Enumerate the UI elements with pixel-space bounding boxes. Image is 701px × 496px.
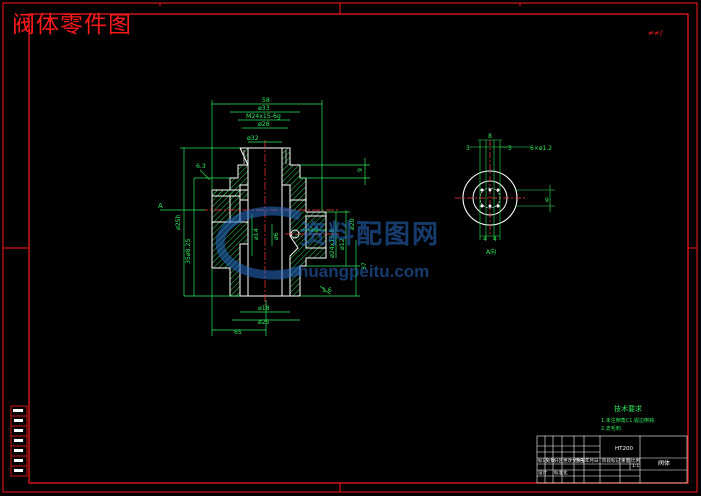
frame-ticks <box>3 3 697 492</box>
left-strip <box>10 405 28 477</box>
side-dim-4a: 4 <box>483 236 487 243</box>
watermark-logo <box>215 206 302 280</box>
notes-heading: 技术要求 <box>614 404 642 413</box>
tb-cell-3: 更改文件号 <box>563 457 586 464</box>
tb-material: HT200 <box>615 446 633 452</box>
tb-scale: 1:1 <box>632 463 639 469</box>
side-dim-right: 9 <box>545 197 549 204</box>
watermark-url: huangpeitu.com <box>298 262 430 281</box>
side-dim-3-right: 3 <box>508 145 512 152</box>
roughness-1: 6.3 <box>196 163 206 170</box>
tech-notes: 技术要求 1.未注倒角C1,锐边倒钝. 2.去毛刺. <box>601 404 656 432</box>
corner-mark: ≠≠/ <box>648 29 663 37</box>
title-block <box>536 435 688 484</box>
tb-cell-9: 重量 <box>621 457 630 464</box>
dim-right-vert: ø24x15-6 <box>329 229 336 258</box>
dim-thread: M24x15-6g <box>246 113 281 120</box>
side-label: A向 <box>486 248 496 256</box>
notes-line1: 1.未注倒角C1,锐边倒钝. <box>601 417 656 424</box>
side-holes: 6×ø1.2 <box>530 145 552 152</box>
dim-d32: ø32 <box>247 135 259 142</box>
main-dim-text: 58 ø33 M24x15-6g ø28 ø32 9 6.3 ø25h 35ø8… <box>158 97 368 336</box>
tb-cell-8: 阶段标记 <box>602 457 620 464</box>
dim-height-main: ø25h <box>175 214 182 230</box>
side-view: 8 3 3 6×ø1.2 9 4 4 A向 <box>455 133 555 256</box>
tb-cell-7: 标准化 <box>554 469 568 476</box>
dim-d20: ø20 <box>349 218 356 230</box>
dim-bottom-65: 65 <box>234 329 242 336</box>
tb-part-name: 阀体 <box>658 459 670 467</box>
dim-d28: ø28 <box>258 121 270 128</box>
tb-cell-1: 处数 <box>546 457 555 464</box>
side-dim-top: 8 <box>488 133 492 140</box>
dim-10: 10 <box>310 227 318 234</box>
dim-d6: ø6 <box>273 232 280 240</box>
tb-cell-0: 标记 <box>538 457 547 464</box>
dim-d12: ø12 <box>339 238 346 250</box>
side-dim-3-left: 3 <box>466 145 470 152</box>
dim-d33: ø33 <box>258 105 270 112</box>
dim-37: 37 <box>361 262 368 270</box>
drawing-title: 阀体零件图 <box>12 12 132 38</box>
dim-height-total: 35ø8.25 <box>185 239 192 264</box>
dim-58: 58 <box>262 97 270 104</box>
tb-cell-2: 分区 <box>554 457 563 464</box>
tb-cell-10: 比例 <box>631 457 640 464</box>
dim-bottom-d25: ø25 <box>258 319 270 326</box>
side-dim-4b: 4 <box>493 236 497 243</box>
roughness-2: 1.6 <box>322 287 332 294</box>
dim-d14: ø14 <box>253 228 260 240</box>
dim-bottom-d18: ø18 <box>258 305 270 312</box>
notes-line2: 2.去毛刺. <box>601 425 623 432</box>
dim-9: 9 <box>357 168 364 172</box>
watermark-brand: 资料配图网 <box>300 219 441 249</box>
tb-cell-4: 签名 <box>575 457 584 464</box>
tb-cell-5: 年月日 <box>585 457 599 464</box>
title-block-text: HT200 阀体 1:1 标记 处数 分区 更改文件号 签名 年月日 设计 标准… <box>538 446 670 476</box>
main-dimensions <box>160 100 370 336</box>
tb-cell-6: 设计 <box>538 469 547 476</box>
section-label-a: A <box>158 202 163 210</box>
